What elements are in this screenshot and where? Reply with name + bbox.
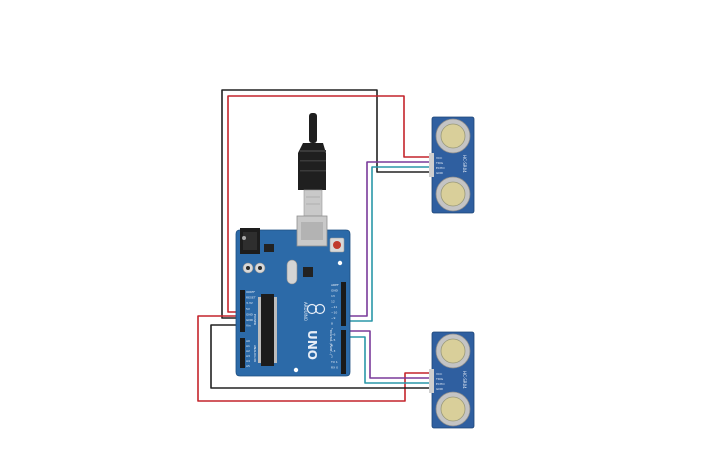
pin-label: AREF	[331, 283, 339, 287]
pin-label: Vin	[246, 324, 251, 328]
pin-label: TRIG	[435, 161, 444, 165]
digital-header-bottom	[341, 330, 346, 374]
pin-label: ~5	[331, 338, 336, 342]
pin-label: ECHO	[436, 382, 445, 386]
transducer-1	[435, 118, 471, 154]
crystal-oscillator	[286, 259, 298, 285]
pin-label: 4	[331, 344, 333, 348]
wire-vcc-bottom-sensor[interactable]	[197, 315, 432, 402]
pin-label: IOREF	[246, 290, 255, 294]
pin-label: GND	[331, 289, 339, 293]
power-header	[240, 290, 245, 332]
pin-label: GND	[436, 171, 444, 175]
wire-ground-bottom-sensor[interactable]	[210, 324, 432, 389]
pin-label: TX 1	[330, 360, 338, 364]
power-label: POWER	[253, 314, 257, 325]
pin-label: 5V	[246, 307, 251, 311]
sensor-top-model: HC-SR04	[462, 155, 467, 173]
pin-label: A3	[246, 354, 250, 358]
board-model: UNO	[305, 330, 319, 360]
transducer-1	[435, 333, 471, 369]
atmega-chip	[258, 294, 277, 366]
digital-header-top	[341, 282, 346, 326]
pin-label: ~11	[331, 305, 337, 309]
wire-vcc-top-sensor[interactable]	[227, 95, 432, 313]
pin-label: ~6	[331, 333, 336, 337]
reset-button[interactable]	[329, 237, 345, 253]
pin-label: VCC	[436, 156, 442, 160]
wire-ground-top-sensor[interactable]	[221, 89, 432, 319]
pin-label: 2	[331, 355, 333, 359]
pin-label: ~3	[331, 349, 336, 353]
wire-trig-top-sensor[interactable]	[340, 161, 432, 317]
wires	[197, 89, 432, 402]
pin-label: 3.3V	[246, 301, 254, 305]
pin-label: A0	[246, 339, 250, 343]
pin-label: GND	[246, 318, 254, 322]
analog-label: ANALOG IN	[253, 345, 257, 362]
arduino-logo: UNO ARDUINO	[303, 302, 326, 360]
pin-label: A4	[246, 359, 250, 363]
pin-label: ~9	[331, 316, 336, 320]
pin-label: GND	[246, 312, 254, 316]
transducer-2	[435, 176, 471, 212]
pin-label: A5	[246, 364, 250, 368]
wire-echo-bottom-sensor[interactable]	[340, 336, 432, 384]
sensor-bottom-model: HC-SR04	[462, 371, 467, 389]
pin-label: 12	[331, 300, 335, 304]
pin-label: 8	[331, 322, 333, 326]
pin-label: 13	[331, 294, 335, 298]
pin-label: 7	[331, 327, 333, 331]
analog-header	[240, 338, 245, 368]
pin-label: TRIG	[435, 377, 444, 381]
transducer-2	[435, 391, 471, 427]
pin-label: RESET	[246, 296, 256, 300]
usb-chip	[303, 267, 313, 277]
pin-label: RX 0	[331, 366, 338, 370]
pin-label: A2	[246, 349, 250, 353]
wire-echo-top-sensor[interactable]	[340, 166, 432, 322]
pin-label: ECHO	[436, 166, 445, 170]
pin-label: VCC	[436, 372, 442, 376]
pin-label: ~10	[331, 311, 337, 315]
pin-label: A1	[246, 344, 250, 348]
wire-trig-bottom-sensor[interactable]	[340, 330, 432, 379]
digital-label: DIGITAL (PWM~)	[329, 330, 333, 355]
board-brand: ARDUINO	[303, 302, 308, 321]
pin-label: GND	[436, 387, 444, 391]
arduino-uno-board[interactable]: UNO ARDUINO POWER ANALOG IN IOREF RESET3.…	[235, 215, 351, 377]
usb-cable[interactable]	[298, 113, 326, 217]
